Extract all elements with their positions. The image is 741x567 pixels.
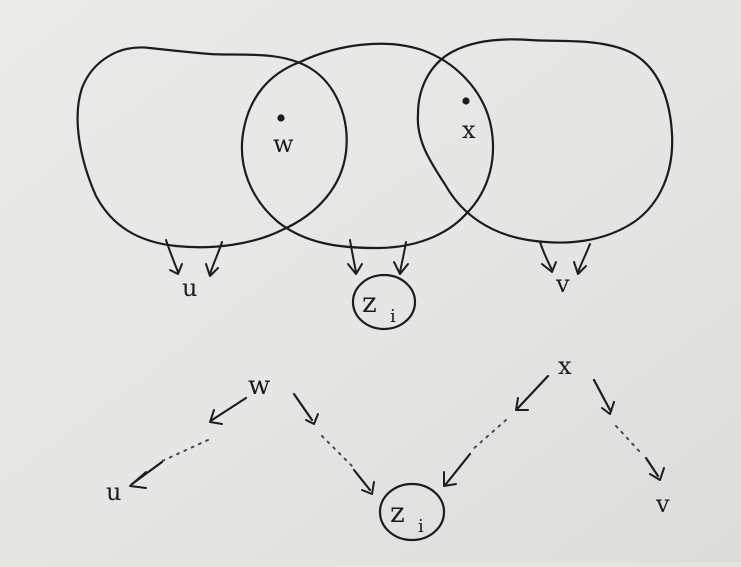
edge-w-z-head-top [305, 413, 319, 425]
edge-x-v-head [649, 467, 665, 481]
edge-x-z [443, 374, 550, 487]
w-dot [277, 114, 285, 122]
arrowhead-right-a [541, 261, 557, 273]
edge-w-z-solid [292, 392, 314, 422]
left-arrows [165, 239, 223, 277]
edge-x-z-dots [471, 419, 507, 451]
bottom-u-label: u [106, 478, 121, 506]
edge-w-u-dots [159, 439, 209, 463]
top-z-sub: i [390, 306, 396, 327]
arrow-right-b [577, 243, 591, 273]
edge-w-u-solid [210, 396, 248, 422]
right-arrows [539, 241, 591, 275]
top-x-label: x [462, 116, 476, 144]
edge-w-z-dots [321, 435, 353, 467]
edge-w-u-head [129, 471, 147, 489]
middle-arrows [347, 239, 409, 275]
x-dot [462, 97, 470, 105]
bottom-v-label: v [655, 490, 670, 518]
middle-blob [240, 42, 495, 250]
top-u-label: u [182, 274, 197, 302]
edge-x-v-solid [592, 378, 612, 412]
top-z-label: z [362, 286, 377, 319]
top-w-label: w [273, 130, 294, 158]
arrowhead-left-b [205, 263, 219, 277]
bottom-z-label: z [390, 496, 405, 529]
edge-x-z-head-top [515, 397, 529, 411]
edge-x-z-solid [516, 374, 550, 410]
arrowhead-right-b [573, 261, 587, 275]
top-z-circle [351, 273, 417, 331]
bottom-w-label: w [248, 371, 270, 401]
edge-x-v [592, 378, 665, 481]
top-v-label: v [555, 270, 570, 298]
left-blob [76, 46, 348, 249]
edge-w-z-tail [352, 468, 372, 492]
edge-x-v-tail [644, 456, 660, 478]
edge-x-v-dots [615, 425, 641, 453]
arrow-left-a [165, 239, 179, 273]
arrow-mid-a [349, 239, 357, 273]
arrow-mid-b [399, 241, 407, 273]
edge-x-z-head [443, 471, 457, 487]
arrowhead-mid-b [393, 261, 409, 275]
edge-x-z-tail [444, 452, 472, 486]
arrow-right-a [539, 241, 553, 271]
edge-w-u-head-top [209, 409, 223, 425]
edge-w-z-head [361, 481, 375, 495]
bottom-z-sub: i [418, 516, 424, 537]
edge-w-u [129, 396, 248, 489]
bottom-x-label: x [558, 352, 572, 380]
edge-w-z [292, 392, 375, 495]
bottom-diagram: w x u [106, 352, 670, 542]
arrowhead-mid-a [347, 263, 363, 275]
arrowhead-left-a [169, 263, 183, 275]
top-diagram: w x u z i v [76, 38, 674, 331]
edge-x-v-head-top [601, 401, 615, 415]
right-blob [416, 38, 674, 244]
bottom-z-circle [378, 482, 446, 542]
arrow-left-b [209, 241, 223, 275]
